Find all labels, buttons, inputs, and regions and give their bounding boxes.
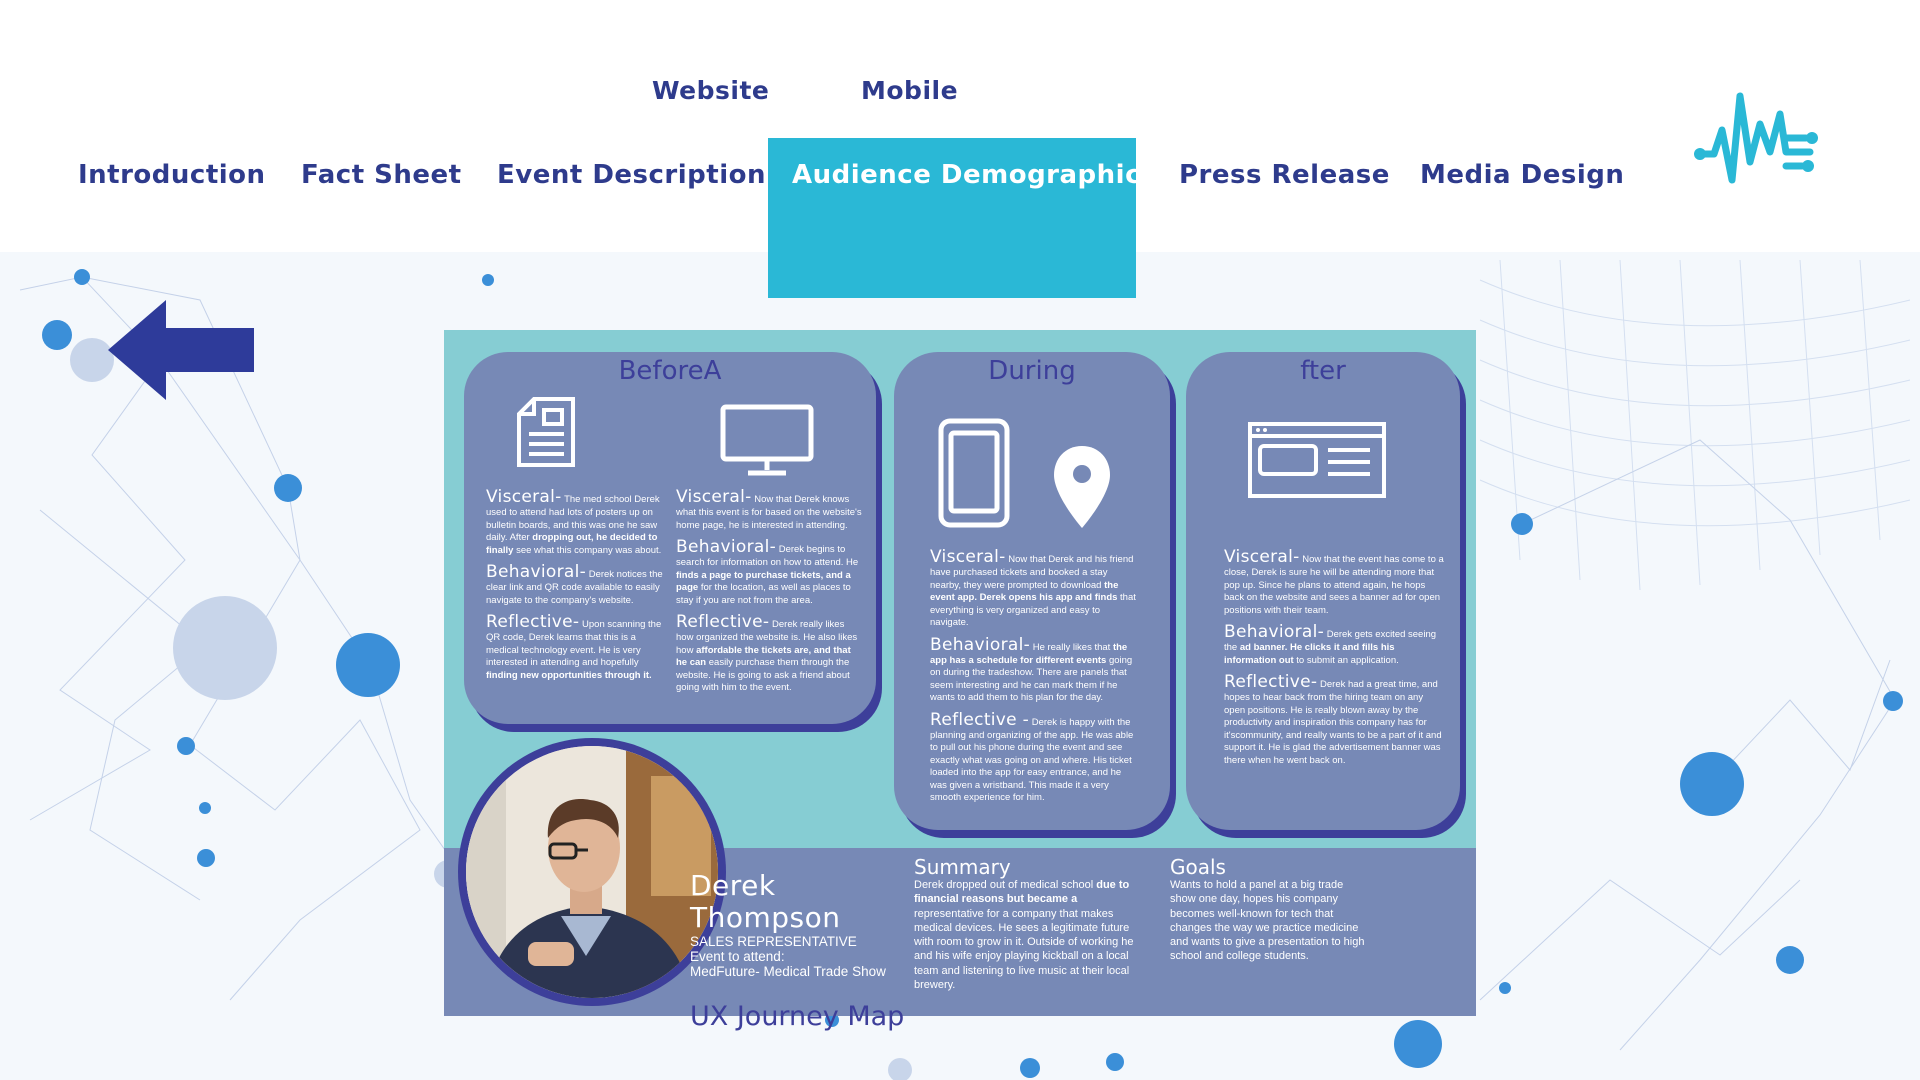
nav-media-design[interactable]: Media Design (1420, 160, 1625, 190)
after-visceral-text: Now that the event has come to a close, … (1224, 554, 1444, 616)
before-right-column: Visceral- Now that Derek knows what this… (676, 488, 864, 701)
before-title: BeforeA (618, 356, 722, 386)
nav-event-description[interactable]: Event Description (497, 160, 766, 190)
summary-block: Summary Derek dropped out of medical sch… (914, 856, 1140, 992)
after-column: Visceral- Now that the event has come to… (1224, 548, 1446, 773)
back-arrow-icon[interactable] (108, 300, 256, 400)
visceral-label: Visceral- (676, 487, 752, 507)
reflective-label: Reflective- (1224, 672, 1318, 692)
before-behavioral-text: Derek begins to search for information o… (676, 544, 859, 568)
during-visceral-text: Now that Derek and his friend have purch… (930, 554, 1134, 591)
after-behavioral-text: Derek gets excited seeing the (1224, 629, 1437, 653)
before-behavioral-bold: finds a page to purchase tickets, and a … (676, 569, 851, 594)
after-card: fter Visceral- Now that the event has co… (1186, 352, 1460, 830)
before-reflective-bold: finding new opportunities through it. (486, 669, 652, 681)
map-pin-icon (1054, 446, 1110, 528)
behavioral-label: Behavioral- (930, 634, 1031, 655)
goals-title: Goals (1170, 855, 1226, 879)
monitor-icon (720, 404, 814, 476)
persona-name: Derek Thompson (690, 869, 841, 934)
avatar (466, 746, 718, 998)
after-behavioral-tail: to submit an application. (1296, 654, 1399, 666)
before-reflective-bold: affordable the tickets are, and that he … (676, 644, 851, 669)
summary-title: Summary (914, 855, 1011, 879)
reflective-label: Reflective - (930, 709, 1030, 730)
before-visceral-text: Now that Derek knows what this event is … (676, 494, 862, 531)
during-visceral-bold: the event app. Derek opens his app and f… (930, 579, 1119, 604)
before-reflective-text: Derek really likes how organized the web… (676, 619, 858, 656)
browser-ad-icon (1248, 422, 1386, 498)
nav-website[interactable]: Website (652, 76, 770, 105)
persona-event-name: MedFuture- Medical Trade Show (690, 964, 886, 979)
after-title: fter (1300, 356, 1346, 386)
nav-audience-demographics[interactable]: Audience Demographics (792, 160, 1157, 190)
during-behavioral-tail: going on during the tradeshow. There are… (930, 654, 1133, 704)
before-behavioral-tail: for the location, as well as places to s… (676, 582, 851, 606)
nav-press-release[interactable]: Press Release (1179, 160, 1390, 190)
before-visceral-bold: dropping out, he decided to finally (486, 532, 658, 556)
during-visceral-tail: that everything is very organized and ea… (930, 592, 1136, 628)
before-reflective-tail: easily purchase them through the website… (676, 657, 850, 693)
before-visceral-text: The med school Derek used to attend had … (486, 494, 660, 543)
nav-mobile[interactable]: Mobile (861, 76, 959, 105)
goals-block: Goals Wants to hold a panel at a big tra… (1170, 856, 1370, 964)
visceral-label: Visceral- (930, 547, 1006, 567)
ux-journey-map: BeforeA Visceral- The med school Derek u… (444, 330, 1476, 1032)
persona-event-label: Event to attend: (690, 949, 785, 964)
summary-text: Derek dropped out of medical school (914, 879, 1094, 891)
logo-icon[interactable] (1690, 88, 1822, 188)
map-title: UX Journey Map (690, 1001, 905, 1032)
top-navigation-bar: Website Mobile Introduction Fact Sheet E… (0, 0, 1920, 298)
before-visceral-tail: see what this company was about. (516, 544, 662, 556)
before-reflective-text: Upon scanning the QR code, Derek learns … (486, 619, 662, 668)
before-behavioral-text: Derek notices the clear link and QR code… (486, 569, 663, 606)
reflective-label: Reflective- (676, 612, 770, 632)
before-card: BeforeA Visceral- The med school Derek u… (464, 352, 876, 724)
visceral-label: Visceral- (1224, 547, 1300, 567)
during-behavioral-bold: the app has a schedule for different eve… (930, 641, 1128, 666)
phone-icon (938, 418, 1010, 528)
active-tab-highlight (768, 138, 1136, 298)
during-behavioral-text: He really likes that (1032, 641, 1111, 653)
summary-bold: due to financial reasons but became a (914, 879, 1130, 906)
summary-text-continued: representative for a company that makes … (914, 907, 1134, 992)
persona-info: Derek Thompson SALES REPRESENTATIVE Even… (690, 869, 910, 1033)
behavioral-label: Behavioral- (676, 537, 777, 557)
behavioral-label: Behavioral- (486, 562, 587, 582)
goals-text: Wants to hold a panel at a big trade sho… (1170, 879, 1365, 963)
persona-role: SALES REPRESENTATIVE (690, 934, 857, 949)
visceral-label: Visceral- (486, 487, 562, 507)
reflective-label: Reflective- (486, 612, 580, 632)
during-card: During Visceral- Now that Derek and his … (894, 352, 1170, 830)
after-reflective-text: Derek had a great time, and hopes to hea… (1224, 679, 1442, 766)
document-icon (517, 397, 575, 467)
behavioral-label: Behavioral- (1224, 622, 1325, 642)
nav-fact-sheet[interactable]: Fact Sheet (301, 160, 462, 190)
during-reflective-text: Derek is happy with the planning and org… (930, 716, 1134, 804)
nav-introduction[interactable]: Introduction (78, 160, 266, 190)
during-title: During (988, 356, 1076, 386)
after-behavioral-bold: ad banner. He clicks it and fills his in… (1224, 642, 1395, 666)
before-left-column: Visceral- The med school Derek used to a… (486, 488, 666, 688)
during-column: Visceral- Now that Derek and his friend … (930, 548, 1140, 811)
